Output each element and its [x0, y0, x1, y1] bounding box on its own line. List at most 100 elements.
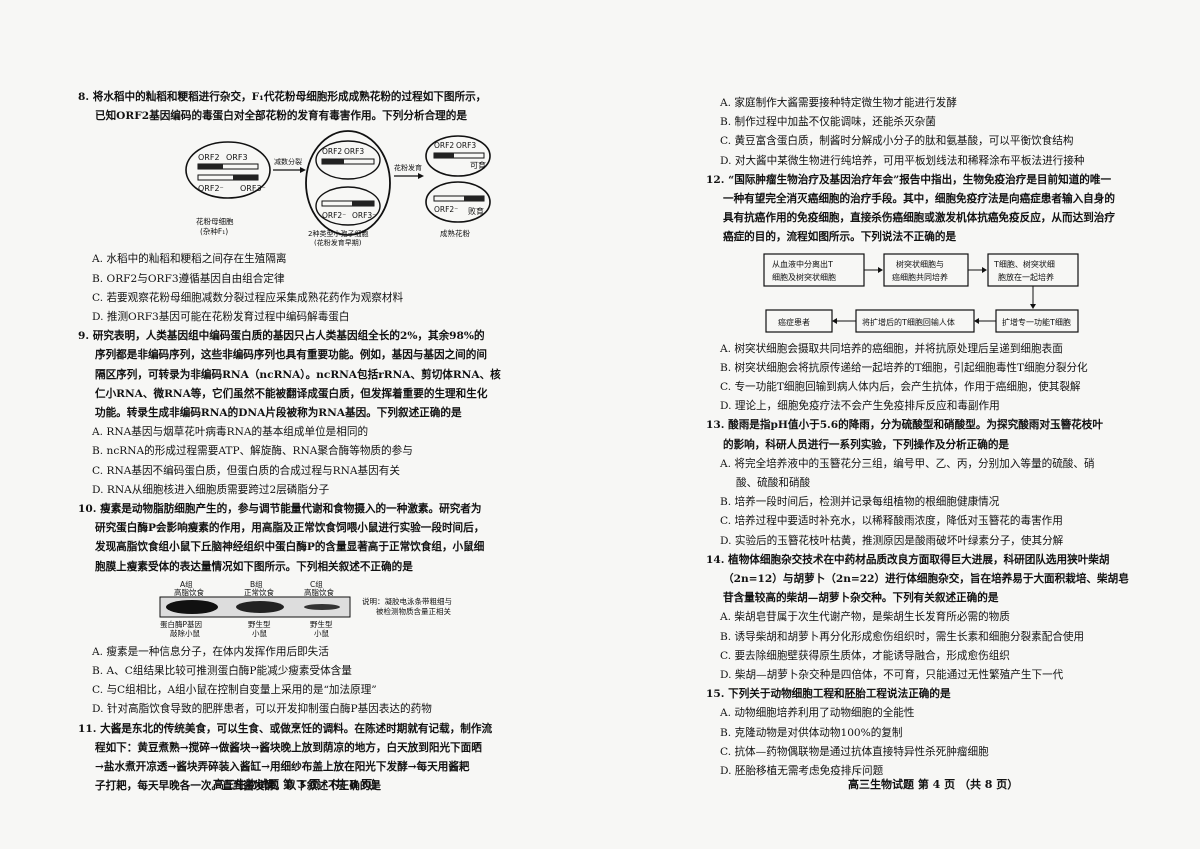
left-column: 8. 将水稻中的籼稻和粳稻进行杂交，F₁代花粉母细胞形成成熟花粉的过程如下图所示…	[78, 88, 593, 796]
q10-stem-3: 发现高脂饮食组小鼠下丘脑神经组织中蛋白酶P的含量显著高于正常饮食组，小鼠细	[95, 541, 485, 554]
q9-stem-2: 序列都是非编码序列，这些非编码序列也具有重要功能。例如，基因与基因之间的间	[95, 349, 487, 362]
q14-option-d: D. 柴胡—胡萝卜杂交种是四倍体，不可育，只能通过无性繁殖产生下一代	[720, 669, 1064, 682]
meiosis-diagram: ORF2 ORF3 ORF2⁻ ORF3⁻ 花粉母细胞 (杂种F₁) 减数分裂 …	[185, 130, 491, 247]
group-a-mouse: 敲除小鼠	[170, 628, 200, 638]
q13-option-d: D. 实验后的玉簪花枝叶枯黄，推测原因是酸雨破坏叶绿素分子，使其分解	[720, 534, 1064, 547]
q11-stem-1: 11. 大酱是东北的传统美食，可以生食、或做烹饪的调料。在陈述时期就有记载，制作…	[78, 722, 493, 735]
flow-box1-a: 从血液中分离出T	[772, 259, 833, 269]
q13-option-a: A. 将完全培养液中的玉簪花分三组，编号甲、乙、丙，分别加入等量的硫酸、硝	[720, 457, 1095, 470]
group-c-type: 野生型	[310, 619, 333, 629]
q8-stem-1: 8. 将水稻中的籼稻和粳稻进行杂交，F₁代花粉母细胞形成成熟花粉的过程如下图所示…	[78, 91, 487, 103]
flow-box6: 癌症患者	[778, 317, 810, 327]
q14-option-a: A. 柴胡皂苷属于次生代谢产物，是柴胡生长发育所必需的物质	[720, 611, 1010, 624]
arrow-development: 花粉发育	[394, 163, 422, 172]
q15-stem: 15. 下列关于动物细胞工程和胚胎工程说法正确的是	[706, 688, 951, 701]
flow-box3-a: T细胞、树突状细	[993, 259, 1055, 269]
mother-orf3neg: ORF3⁻	[240, 184, 266, 193]
band-c	[304, 603, 340, 610]
q12-stem-3: 具有抗癌作用的免疫细胞，直接杀伤癌细胞或激发机体抗癌免疫反应，从而达到治疗	[723, 212, 1115, 225]
gel-note-2: 被检测物质含量正相关	[376, 606, 451, 616]
flow-box1-b: 细胞及树突状细胞	[772, 272, 836, 282]
group-b-mouse: 小鼠	[252, 629, 267, 638]
micro-orf2: ORF2	[322, 147, 342, 156]
q14-stem-3: 苷含量较高的柴胡—胡萝卜杂交种。下列有关叙述正确的是	[723, 592, 999, 605]
immunotherapy-flow: 从血液中分离出T 细胞及树突状细胞 树突状细胞与 癌细胞共同培养 T细胞、树突状…	[763, 253, 1079, 333]
group-b-type: 野生型	[248, 619, 271, 629]
q11-option-a: A. 家庭制作大酱需要接种特定微生物才能进行发酵	[720, 97, 957, 109]
q12-flowchart: 从血液中分离出T 细胞及树突状细胞 树突状细胞与 癌细胞共同培养 T细胞、树突状…	[706, 250, 1171, 338]
page-footer-left: 高三生物试题 第 3 页 （共 8 页）	[213, 778, 384, 791]
q10-stem-1: 10. 瘦素是动物脂肪细胞产生的，参与调节能量代谢和食物摄入的一种激素。研究者为	[78, 503, 482, 516]
q15-option-c: C. 抗体—药物偶联物是通过抗体直接特异性杀死肿瘤细胞	[720, 745, 989, 758]
group-a-type: 蛋白酶P基因	[160, 619, 202, 629]
q9-option-c: C. RNA基因不编码蛋白质，但蛋白质的合成过程与RNA基因有关	[92, 464, 400, 477]
q9-option-a: A. RNA基因与烟草花叶病毒RNA的基本组成单位是相同的	[92, 426, 369, 439]
q9-stem-4: 仁小RNA、微RNA等，它们虽然不能被翻译成蛋白质，但发挥着重要的生理和生化	[95, 387, 488, 400]
q8-figure: ORF2 ORF3 ORF2⁻ ORF3⁻ 花粉母细胞 (杂种F₁) 减数分裂 …	[78, 128, 593, 248]
group-a-diet: 高脂饮食	[174, 587, 204, 597]
q10-stem-4: 胞膜上瘦素受体的表达量情况如下图所示。下列相关叙述不正确的是	[95, 560, 413, 573]
q8-option-c: C. 若要观察花粉母细胞减数分裂过程应采集成熟花药作为观察材料	[92, 291, 404, 304]
q13-stem-2: 的影响，科研人员进行一系列实验，下列操作及分析正确的是	[723, 438, 1010, 451]
label-micro-2: (花粉发育早期)	[314, 238, 362, 247]
q13-option-a-cont: 酸、硫酸和硝酸	[736, 477, 811, 490]
q11-option-d: D. 对大酱中某微生物进行纯培养，可用平板划线法和稀释涂布平板法进行接种	[720, 154, 1085, 167]
band-a	[166, 599, 218, 614]
q10-option-b: B. A、C组结果比较可推测蛋白酶P能减少瘦素受体含量	[92, 665, 352, 678]
q9-option-d: D. RNA从细胞核进入细胞质需要跨过2层磷脂分子	[92, 483, 330, 496]
q10-figure: A组 高脂饮食 B组 正常饮食 C组 高脂饮食 蛋白酶P基因 敲除小鼠 野生型 …	[78, 579, 593, 641]
q9-option-b: B. ncRNA的形成过程需要ATP、解旋酶、RNA聚合酶等物质的参与	[92, 445, 413, 458]
right-column: A. 家庭制作大酱需要接种特定微生物才能进行发酵 B. 制作过程中加盐不仅能调味…	[706, 94, 1171, 781]
q9-stem-1: 9. 研究表明，人类基因组中编码蛋白质的基因只占人类基因组全长的2%，其余98%…	[78, 330, 485, 343]
q12-stem-2: 一种有望完全消灭癌细胞的治疗手段。其中，细胞免疫疗法是向癌症患者输入自身的	[723, 193, 1115, 206]
mother-orf2neg: ORF2⁻	[198, 184, 224, 193]
micro-orf3neg: ORF3⁻	[352, 211, 376, 220]
q12-option-a: A. 树突状细胞会摄取共同培养的癌细胞，并将抗原处理后呈递到细胞表面	[720, 342, 1063, 355]
q10-option-c: C. 与C组相比，A组小鼠在控制自变量上采用的是“加法原理”	[92, 684, 377, 697]
fertile-label: 可育	[470, 160, 486, 170]
q11-stem-4: 子打耙，每天早晚各一次。直到酱发酵。以下叙述不正确的是	[95, 780, 382, 793]
micro-orf2neg: ORF2⁻	[322, 211, 346, 220]
q11-option-b: B. 制作过程中加盐不仅能调味，还能杀灭杂菌	[720, 116, 936, 129]
flow-box4: 扩增专一功能T细胞	[1002, 317, 1071, 327]
q15-option-a: A. 动物细胞培养利用了动物细胞的全能性	[720, 707, 915, 720]
q9-stem-3: 隔区序列，可转录为非编码RNA（ncRNA）。ncRNA包括rRNA、剪切体RN…	[95, 368, 501, 381]
flow-box2-b: 癌细胞共同培养	[892, 272, 948, 282]
q14-option-c: C. 要去除细胞壁获得原生质体，才能诱导融合，形成愈伤组织	[720, 649, 1010, 662]
mature-orf3: ORF3	[456, 141, 476, 150]
q9-stem-5: 功能。转录生成非编码RNA的DNA片段被称为RNA基因。下列叙述正确的是	[95, 407, 462, 420]
micro-orf3: ORF3	[344, 147, 364, 156]
q11-stem-3: →盐水煮开凉透→酱块弄碎装入酱缸→用细纱布盖上放在阳光下发酵→每天用酱耙	[95, 761, 470, 774]
mother-orf2: ORF2	[198, 153, 220, 162]
flow-box3-b: 胞放在一起培养	[998, 272, 1054, 282]
band-b	[236, 600, 284, 613]
mother-orf3: ORF3	[226, 153, 248, 162]
q8-option-d: D. 推测ORF3基因可能在花粉发育过程中编码解毒蛋白	[92, 311, 350, 324]
page-footer-right: 高三生物试题 第 4 页 （共 8 页）	[848, 778, 1019, 791]
q8-option-a: A. 水稻中的籼稻和粳稻之间存在生殖隔离	[92, 253, 287, 266]
q11-stem-2: 程如下：黄豆煮熟→搅碎→做酱块→酱块晚上放到荫凉的地方，白天放到阳光下面晒	[95, 741, 482, 754]
group-b-diet: 正常饮食	[244, 587, 274, 597]
q11-option-c: C. 黄豆富含蛋白质，制酱时分解成小分子的肽和氨基酸，可以平衡饮食结构	[720, 135, 1074, 148]
label-mother-2: (杂种F₁)	[200, 226, 228, 236]
group-c-mouse: 小鼠	[314, 629, 329, 638]
q10-option-a: A. 瘦素是一种信息分子，在体内发挥作用后即失活	[92, 645, 329, 658]
q8-option-b: B. ORF2与ORF3遵循基因自由组合定律	[92, 272, 285, 285]
sterile-label: 败育	[468, 206, 484, 216]
q12-option-d: D. 理论上，细胞免疫疗法不会产生免疫排斥反应和毒副作用	[720, 400, 1000, 413]
label-mother: 花粉母细胞	[196, 216, 234, 226]
q12-option-c: C. 专一功能T细胞回输到病人体内后，会产生抗体，作用于癌细胞，使其裂解	[720, 381, 1081, 394]
q13-option-c: C. 培养过程中要适时补充水，以稀释酸雨浓度，降低对玉簪花的毒害作用	[720, 515, 1063, 528]
gel-note-1: 说明：凝胶电泳条带粗细与	[362, 596, 452, 606]
q10-option-d: D. 针对高脂饮食导致的肥胖患者，可以开发抑制蛋白酶P基因表达的药物	[92, 703, 432, 716]
label-mature: 成熟花粉	[440, 228, 470, 238]
q13-stem-1: 13. 酸雨是指pH值小于5.6的降雨，分为硫酸型和硝酸型。为探究酸雨对玉簪花枝…	[706, 419, 1103, 432]
flow-box2-a: 树突状细胞与	[896, 259, 944, 269]
q14-stem-1: 14. 植物体细胞杂交技术在中药材品质改良方面取得巨大进展，科研团队选用狭叶柴胡	[706, 553, 1110, 566]
q14-option-b: B. 诱导柴胡和胡萝卜再分化形成愈伤组织时，需生长素和细胞分裂素配合使用	[720, 630, 1085, 643]
q14-stem-2: （2n=12）与胡萝卜（2n=22）进行体细胞杂交，旨在培养易于大面积栽培、柴胡…	[723, 573, 1129, 586]
mature-orf2neg: ORF2⁻	[434, 205, 458, 214]
q12-stem-4: 癌症的目的，流程如图所示。下列说法不正确的是	[723, 231, 957, 244]
group-a-label: A组	[180, 579, 193, 589]
